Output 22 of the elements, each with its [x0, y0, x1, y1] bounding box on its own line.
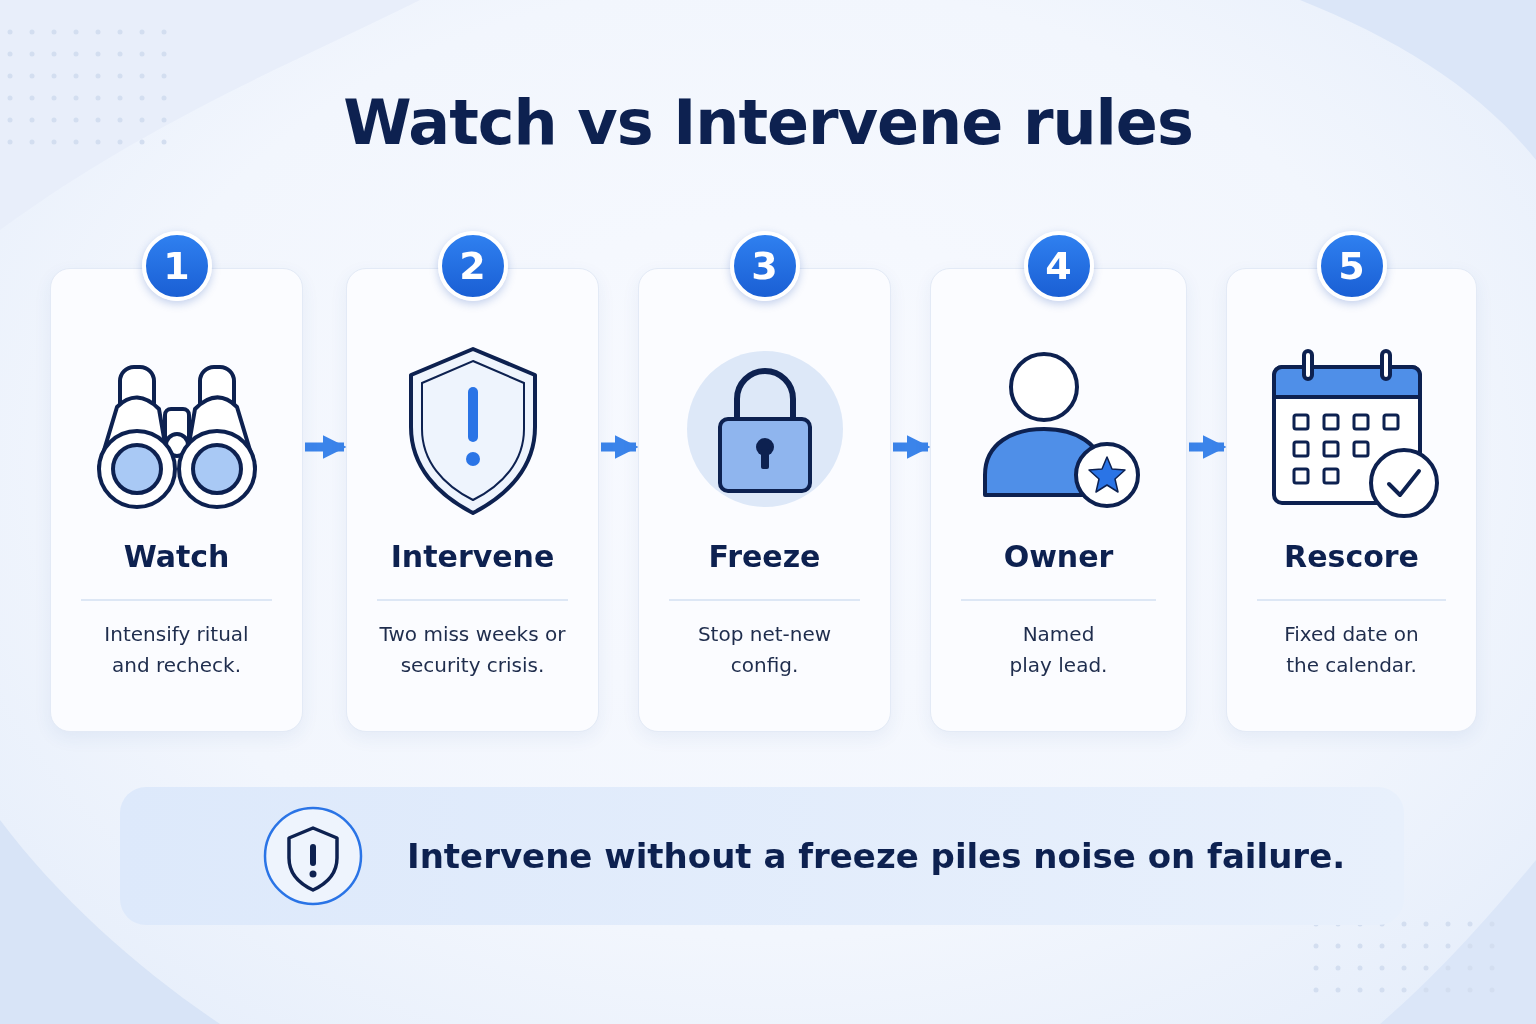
step-number-badge: 3	[729, 231, 800, 301]
note-banner	[120, 787, 1404, 925]
step-description: Named play lead.	[1008, 621, 1109, 679]
arrow	[601, 435, 639, 459]
arrow	[305, 435, 347, 459]
step-heading: Freeze	[708, 539, 821, 574]
step-heading: Intervene	[390, 539, 555, 574]
step-number-badge: 4	[1023, 231, 1094, 301]
step-description: Intensify ritual and recheck.	[103, 621, 250, 679]
step-description: Two miss weeks or security crisis.	[378, 621, 567, 679]
step-number-badge: 5	[1316, 231, 1387, 301]
step-heading: Rescore	[1284, 539, 1419, 574]
arrow	[893, 435, 931, 459]
step-number-badge: 2	[437, 231, 508, 301]
step-heading: Watch	[123, 539, 230, 574]
step-description: Fixed date on the calendar.	[1283, 621, 1420, 679]
note-text: Intervene without a freeze piles noise on failure.	[407, 836, 1346, 876]
step-number-badge: 1	[141, 231, 212, 301]
title: Watch vs Intervene rules	[343, 86, 1193, 159]
arrow	[1189, 435, 1227, 459]
step-heading: Owner	[1003, 539, 1114, 574]
step-description: Stop net-new config.	[696, 621, 833, 679]
